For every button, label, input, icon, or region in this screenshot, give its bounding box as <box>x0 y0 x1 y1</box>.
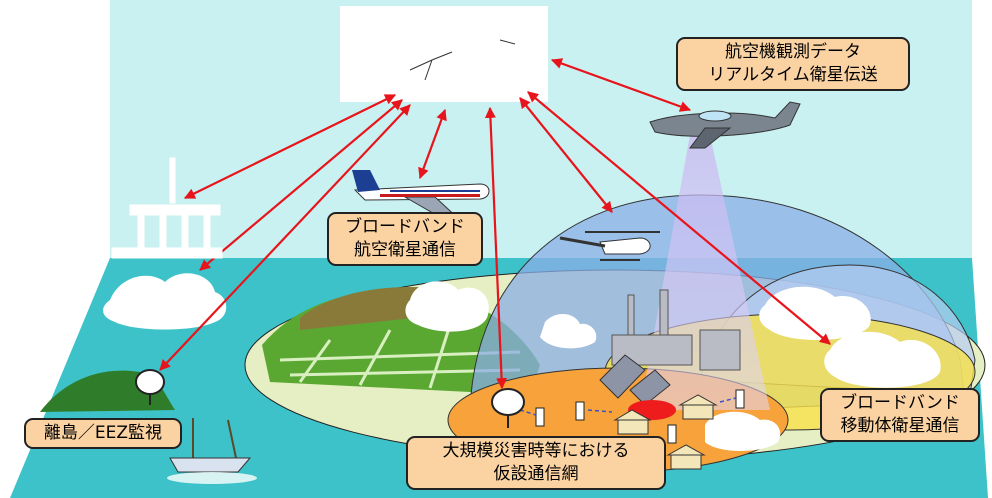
satellite-area <box>340 6 548 102</box>
oil-platform-icon <box>111 157 223 259</box>
satellite-icon <box>409 39 516 81</box>
label-broadband-aviation-line1: ブロードバンド <box>345 217 465 237</box>
label-island-eez-line1: 離島／EEZ監視 <box>43 423 163 443</box>
label-disaster-network: 大規模災害時等における 仮設通信網 <box>406 436 666 490</box>
helicopter-icon <box>559 231 660 261</box>
collapsed-buildings <box>599 354 671 406</box>
cell-antenna-icon <box>535 389 745 444</box>
wireless-links <box>519 397 737 416</box>
link-arrows <box>159 58 831 390</box>
observation-aircraft-icon <box>649 101 801 149</box>
label-broadband-mobile-line1: ブロードバンド <box>840 393 960 413</box>
satellite-dish-icon <box>135 369 525 428</box>
label-aircraft-observation-line1: 航空機観測データ <box>725 42 861 62</box>
label-broadband-mobile-line2: 移動体衛星通信 <box>840 416 960 436</box>
label-disaster-network-line2: 仮設通信網 <box>493 464 579 484</box>
label-broadband-aviation: ブロードバンド 航空衛星通信 <box>327 212 483 266</box>
fishing-boat-icon <box>167 418 257 484</box>
label-aircraft-observation: 航空機観測データ リアルタイム衛星伝送 <box>676 37 910 91</box>
label-island-eez: 離島／EEZ監視 <box>24 418 182 449</box>
label-broadband-aviation-line2: 航空衛星通信 <box>354 240 456 260</box>
label-broadband-mobile: ブロードバンド 移動体衛星通信 <box>820 388 980 442</box>
house-icon <box>613 394 718 470</box>
label-aircraft-observation-line2: リアルタイム衛星伝送 <box>708 65 878 85</box>
label-disaster-network-line1: 大規模災害時等における <box>442 441 630 461</box>
factory-icon <box>611 289 741 371</box>
